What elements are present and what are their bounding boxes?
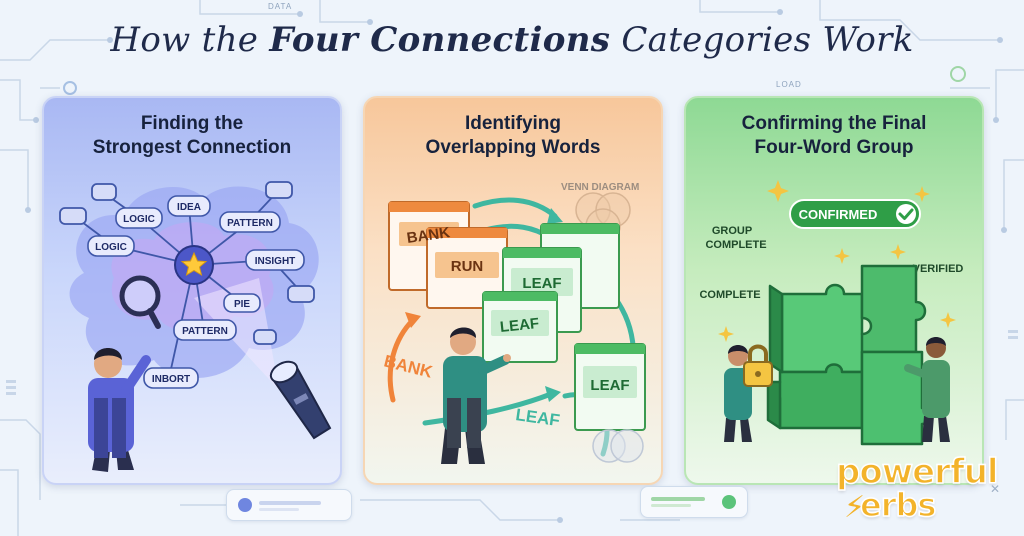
floating-word-leaf: LEAF	[514, 405, 561, 430]
bottom-pill-right	[640, 486, 748, 518]
node-idea: IDEA	[177, 202, 201, 213]
bolt-icon: ⚡	[844, 490, 866, 525]
card-leaf-mid-word: LEAF	[522, 275, 561, 292]
star-icon	[180, 251, 208, 277]
card-leaf-bottom-word: LEAF	[590, 377, 629, 394]
label-group: GROUP	[712, 225, 752, 237]
label-complete: COMPLETE	[699, 289, 760, 301]
flashlight-icon	[269, 360, 332, 440]
confirmed-badge: CONFIRMED	[789, 199, 921, 229]
card-run	[426, 227, 508, 309]
panel2-heading-line2: Overlapping Words	[425, 137, 601, 158]
panel1-illustration: LOGIC IDEA PATTERN LOGIC INSIGHT PIE PAT…	[59, 181, 332, 472]
person-right	[904, 337, 950, 442]
panel-final-group: CONFIRMED GROUP COMPLETE VERIFIED COMPLE…	[684, 96, 984, 485]
card-bank-word: BANK	[406, 224, 451, 247]
node-logic-1: LOGIC	[123, 214, 155, 225]
node-pie: PIE	[234, 299, 250, 310]
page-title: How the Four Connections Categories Work	[0, 20, 1024, 60]
node-pattern-1: PATTERN	[227, 218, 273, 229]
label-verified: VERIFIED	[913, 263, 964, 275]
card-leaf-front-word: LEAF	[499, 315, 540, 336]
confirmed-text: CONFIRMED	[799, 207, 878, 222]
node-pattern-2: PATTERN	[182, 326, 228, 337]
title-post: Categories Work	[610, 20, 914, 60]
venn-label: VENN DIAGRAM	[561, 182, 639, 193]
logo-line2: erbs	[859, 485, 937, 525]
node-inbort: INBORT	[152, 374, 190, 385]
panel3-heading-line2: Four-Word Group	[754, 137, 914, 158]
logo-line1: powerful	[835, 451, 999, 493]
bottom-pill-left	[226, 489, 352, 521]
card-leaf-bottom	[574, 343, 646, 431]
card-leaf-front	[482, 291, 558, 363]
node-logic-2: LOGIC	[95, 242, 127, 253]
panel3-heading-line1: Confirming the Final	[741, 113, 927, 134]
panel-strongest-connection: LOGIC IDEA PATTERN LOGIC INSIGHT PIE PAT…	[42, 96, 342, 485]
person-pointing	[441, 327, 511, 464]
panel1-heading-line1: Finding the	[140, 113, 244, 134]
label-group-complete: COMPLETE	[705, 239, 766, 251]
panel2-heading-line1: Identifying	[464, 113, 562, 134]
title-bold: Four Connections	[269, 20, 611, 60]
close-icon: ✕	[990, 482, 1001, 496]
puzzle-icon	[766, 264, 933, 446]
person-detective	[88, 348, 151, 472]
data-label: DATA	[268, 2, 293, 11]
load-label: LOAD	[776, 80, 802, 89]
panel2-illustration: VENN DIAGRAM	[382, 182, 646, 464]
pill-right-graphic	[651, 495, 736, 509]
node-insight: INSIGHT	[255, 256, 296, 267]
magnifier-icon	[119, 275, 161, 329]
panel3-illustration: CONFIRMED GROUP COMPLETE VERIFIED COMPLE…	[699, 180, 964, 446]
card-run-word: RUN	[451, 258, 484, 275]
panel-overlapping-words: VENN DIAGRAM	[363, 96, 663, 485]
lock-icon	[743, 344, 773, 387]
person-left	[724, 345, 752, 442]
title-pre: How the	[110, 20, 270, 60]
pill-left-graphic	[238, 498, 321, 512]
panel1-heading-line2: Strongest Connection	[92, 137, 292, 158]
powerful-verbs-logo: powerful ⚡ erbs	[835, 451, 1016, 528]
venn-diagram-bottom	[592, 429, 644, 463]
check-icon	[898, 208, 914, 220]
